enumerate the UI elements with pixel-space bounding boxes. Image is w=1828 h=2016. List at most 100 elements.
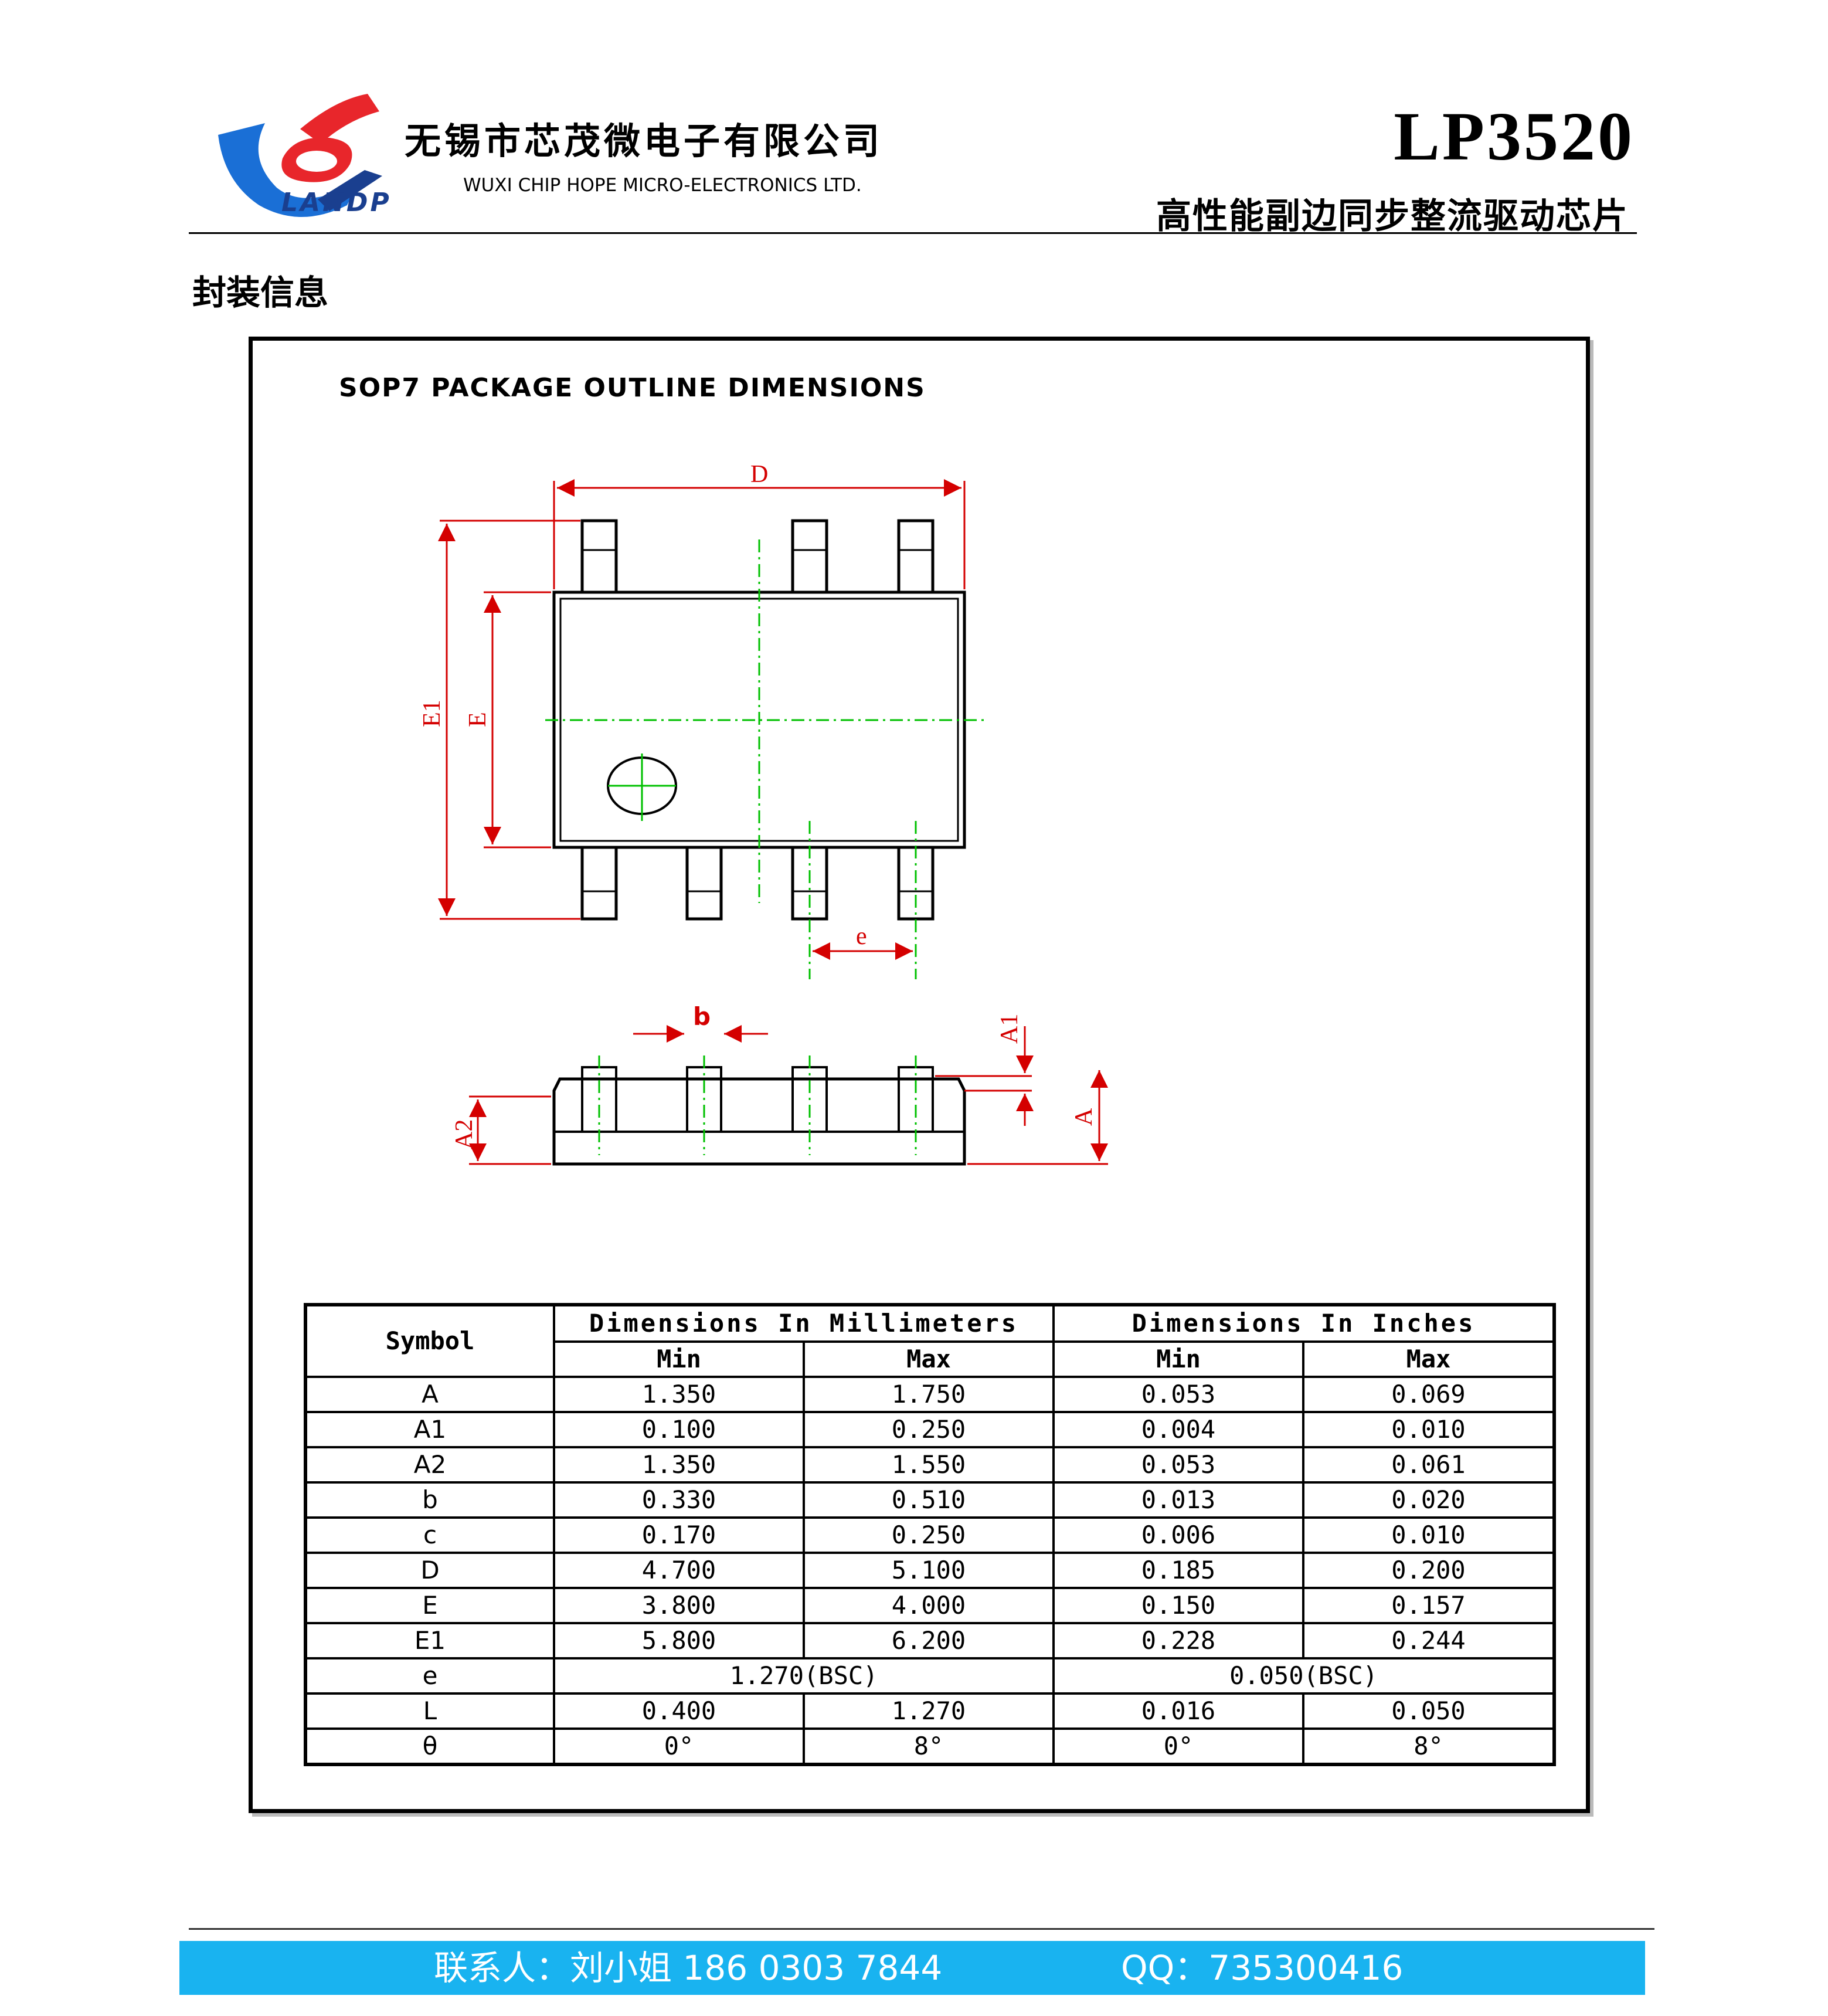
row-symbol: e [304,1657,555,1695]
row-in-value: 0.050(BSC) [1052,1657,1556,1695]
label-e: e [856,923,867,950]
top-lead [791,519,828,594]
footer-qq: QQ：735300416 [1121,1948,1404,1988]
row-symbol: E [304,1587,555,1624]
package-outline-drawing: D E1 E e L θ A1 A A2 c b [419,461,1108,1166]
row-in-max: 0.069 [1302,1376,1556,1413]
top-lead [580,519,618,594]
table-row: θ 0° 8° 0° 8° [304,1727,1556,1766]
bottom-lead [580,846,618,921]
label-D: D [750,461,768,488]
mm-header: Dimensions In Millimeters [553,1304,1055,1343]
label-b: b [693,1002,711,1031]
row-in-max: 0.200 [1302,1552,1556,1589]
drawing-title: SOP7 PACKAGE OUTLINE DIMENSIONS [339,373,926,403]
row-mm-min: 4.700 [553,1552,805,1589]
row-mm-max: 5.100 [803,1552,1055,1589]
row-symbol: c [304,1516,555,1554]
company-name-cn: 无锡市芯茂微电子有限公司 [405,120,884,162]
row-in-min: 0.006 [1052,1516,1304,1554]
row-mm-value: 1.270(BSC) [553,1657,1055,1695]
in-max-header: Max [1302,1340,1556,1378]
part-description: 高性能副边同步整流驱动芯片 [1156,196,1629,237]
mm-min-header: Min [553,1340,805,1378]
row-mm-min: 0.400 [553,1692,805,1730]
row-mm-max: 8° [803,1727,1055,1766]
row-in-min: 0.016 [1052,1692,1304,1730]
dimensions-table: Symbol Dimensions In Millimeters Dimensi… [304,1303,1557,1766]
label-A: A [1071,1108,1098,1126]
row-symbol: θ [304,1727,555,1766]
row-mm-min: 1.350 [553,1446,805,1484]
mm-max-header: Max [803,1340,1055,1378]
row-mm-max: 6.200 [803,1622,1055,1659]
row-mm-max: 1.270 [803,1692,1055,1730]
row-symbol: A1 [304,1411,555,1448]
table-row: e 1.270(BSC) 0.050(BSC) [304,1657,1556,1695]
logo-text: LANDP [281,188,392,218]
row-in-max: 0.050 [1302,1692,1556,1730]
label-A2: A2 [451,1119,478,1149]
row-in-min: 0.053 [1052,1376,1304,1413]
row-in-min: 0.228 [1052,1622,1304,1659]
row-symbol: b [304,1481,555,1519]
row-mm-min: 0.170 [553,1516,805,1554]
in-min-header: Min [1052,1340,1304,1378]
footer-bar [179,1941,1645,1995]
row-in-max: 0.010 [1302,1516,1556,1554]
row-mm-min: 5.800 [553,1622,805,1659]
row-in-min: 0.004 [1052,1411,1304,1448]
row-mm-min: 0.100 [553,1411,805,1448]
row-mm-min: 1.350 [553,1376,805,1413]
row-mm-max: 0.250 [803,1411,1055,1448]
row-in-max: 0.157 [1302,1587,1556,1624]
section-title: 封装信息 [192,273,329,313]
top-lead [897,519,935,594]
label-A1: A1 [996,1014,1023,1044]
header-divider [189,232,1637,234]
company-logo [218,94,382,217]
row-in-min: 0.053 [1052,1446,1304,1484]
row-symbol: A [304,1376,555,1413]
row-symbol: D [304,1552,555,1589]
row-mm-min: 3.800 [553,1587,805,1624]
row-mm-max: 0.250 [803,1516,1055,1554]
row-in-max: 8° [1302,1727,1556,1766]
row-in-max: 0.020 [1302,1481,1556,1519]
footer-divider [189,1928,1654,1930]
footer-contact: 联系人：刘小姐 186 0303 7844 [434,1948,943,1988]
row-mm-min: 0° [553,1727,805,1766]
row-in-max: 0.244 [1302,1622,1556,1659]
row-mm-max: 1.550 [803,1446,1055,1484]
company-name-en: WUXI CHIP HOPE MICRO-ELECTRONICS LTD. [463,175,862,196]
symbol-header: Symbol [304,1304,555,1378]
row-mm-max: 4.000 [803,1587,1055,1624]
row-symbol: L [304,1692,555,1730]
row-mm-min: 0.330 [553,1481,805,1519]
row-in-min: 0.185 [1052,1552,1304,1589]
row-symbol: E1 [304,1622,555,1659]
bottom-lead [685,846,723,921]
row-in-min: 0.013 [1052,1481,1304,1519]
row-in-min: 0° [1052,1727,1304,1766]
table-row: L 0.400 1.270 0.016 0.050 [304,1692,1556,1730]
label-E1: E1 [419,700,446,727]
row-symbol: A2 [304,1446,555,1484]
row-in-min: 0.150 [1052,1587,1304,1624]
part-number: LP3520 [1394,98,1635,175]
label-E: E [464,712,491,727]
row-mm-max: 1.750 [803,1376,1055,1413]
row-mm-max: 0.510 [803,1481,1055,1519]
row-in-max: 0.010 [1302,1411,1556,1448]
inch-header: Dimensions In Inches [1052,1304,1556,1343]
drawing-frame [249,337,1590,1813]
row-in-max: 0.061 [1302,1446,1556,1484]
